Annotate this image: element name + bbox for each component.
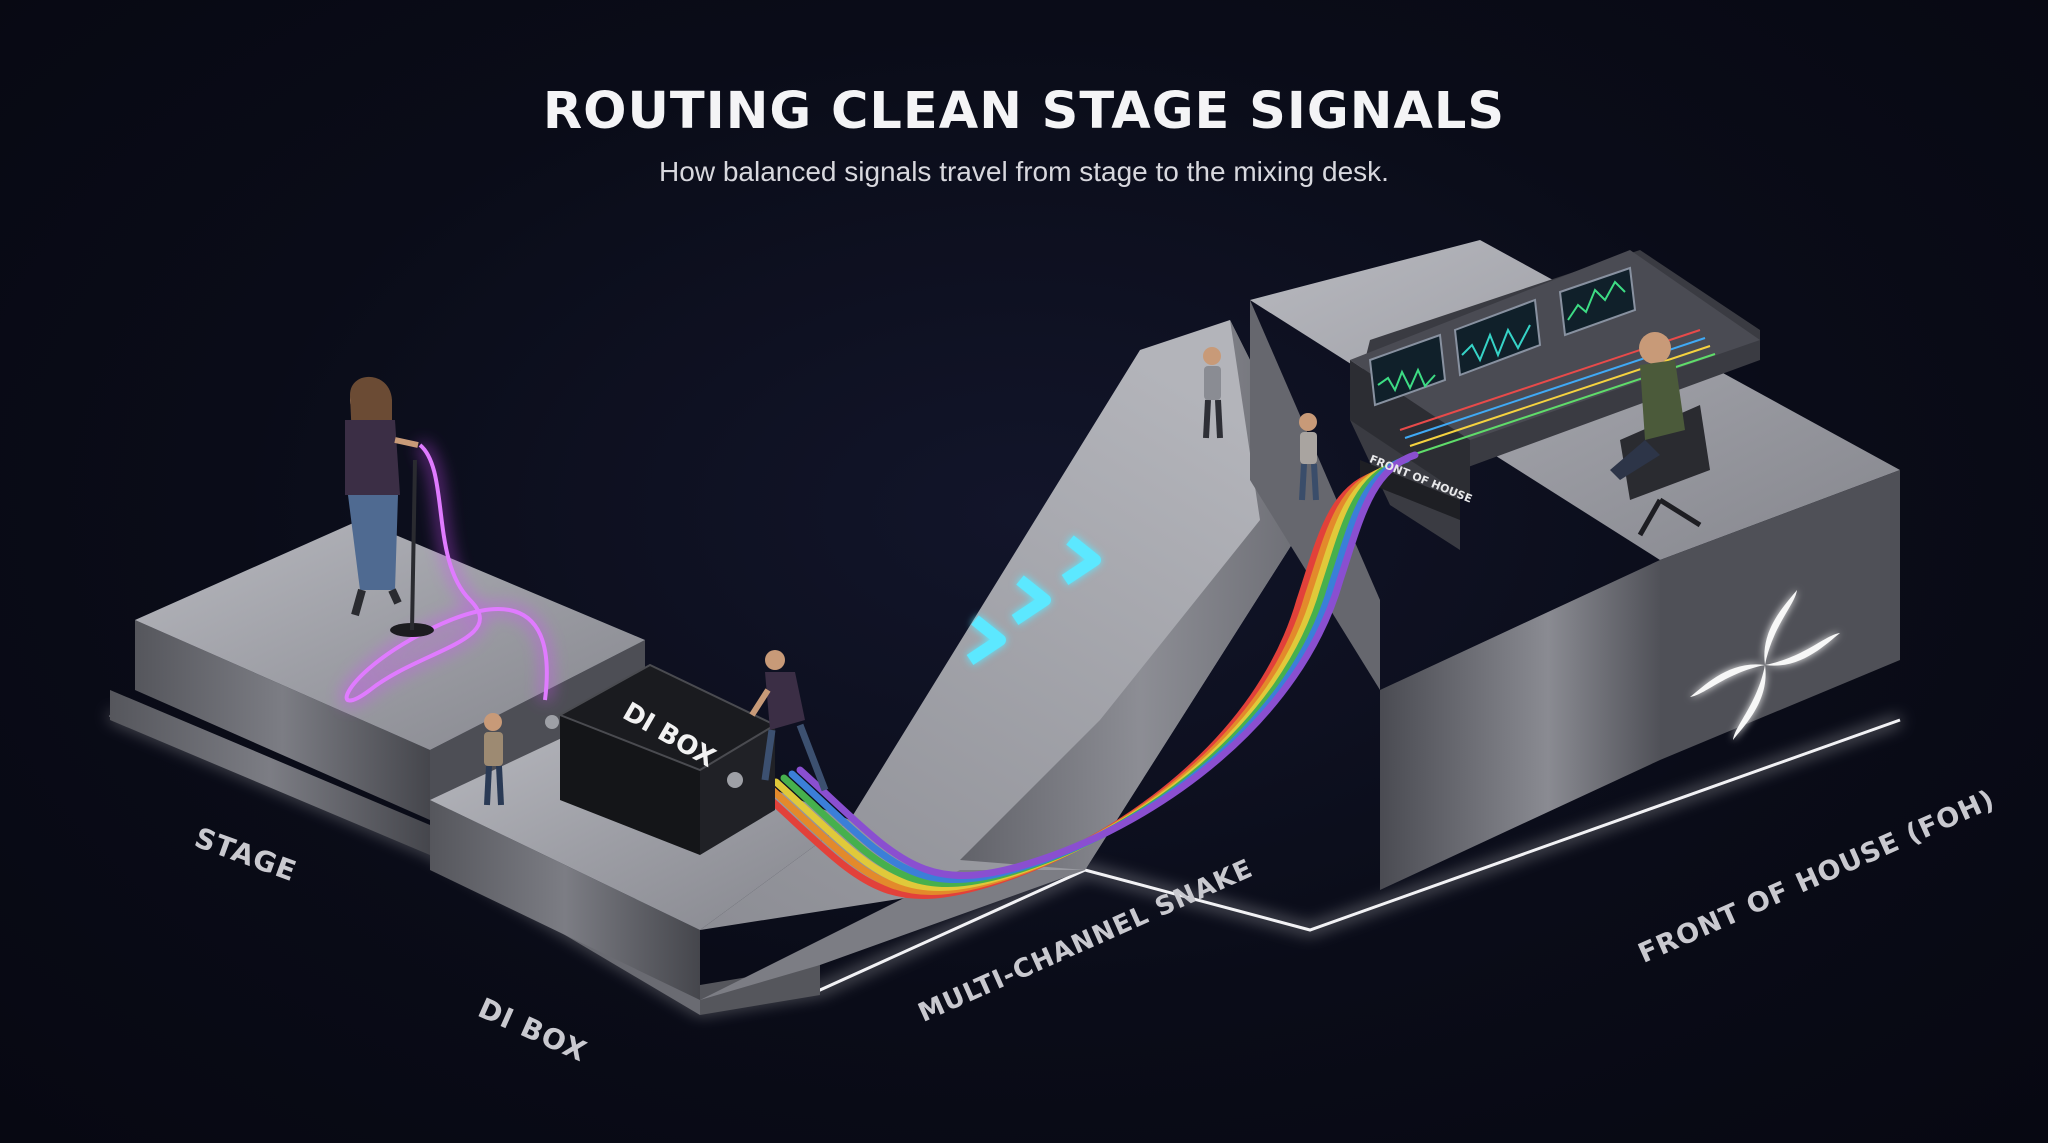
di-box-device [545, 663, 778, 855]
singer [345, 376, 434, 637]
mixing-desk [1350, 250, 1760, 550]
multi-channel-snake [756, 451, 1419, 899]
direction-arrows [966, 535, 1101, 665]
crew-member-di-left [484, 713, 504, 806]
crew-member-ramp-2 [1299, 413, 1319, 501]
crew-member-ramp-1 [1203, 347, 1223, 439]
mic-cable [340, 440, 553, 707]
desk-screen-3 [1558, 266, 1637, 337]
page-title: ROUTING CLEAN STAGE SIGNALS [542, 82, 1506, 141]
desk-screen-1 [1368, 333, 1447, 407]
page-subtitle: How balanced signals travel from stage t… [659, 156, 1389, 187]
crew-member-di-right [749, 650, 829, 792]
desk-screen-2 [1453, 298, 1542, 377]
sound-engineer [1610, 332, 1710, 537]
four-petal-flower-logo [1690, 590, 1840, 740]
snake-ramp [700, 320, 1320, 1000]
